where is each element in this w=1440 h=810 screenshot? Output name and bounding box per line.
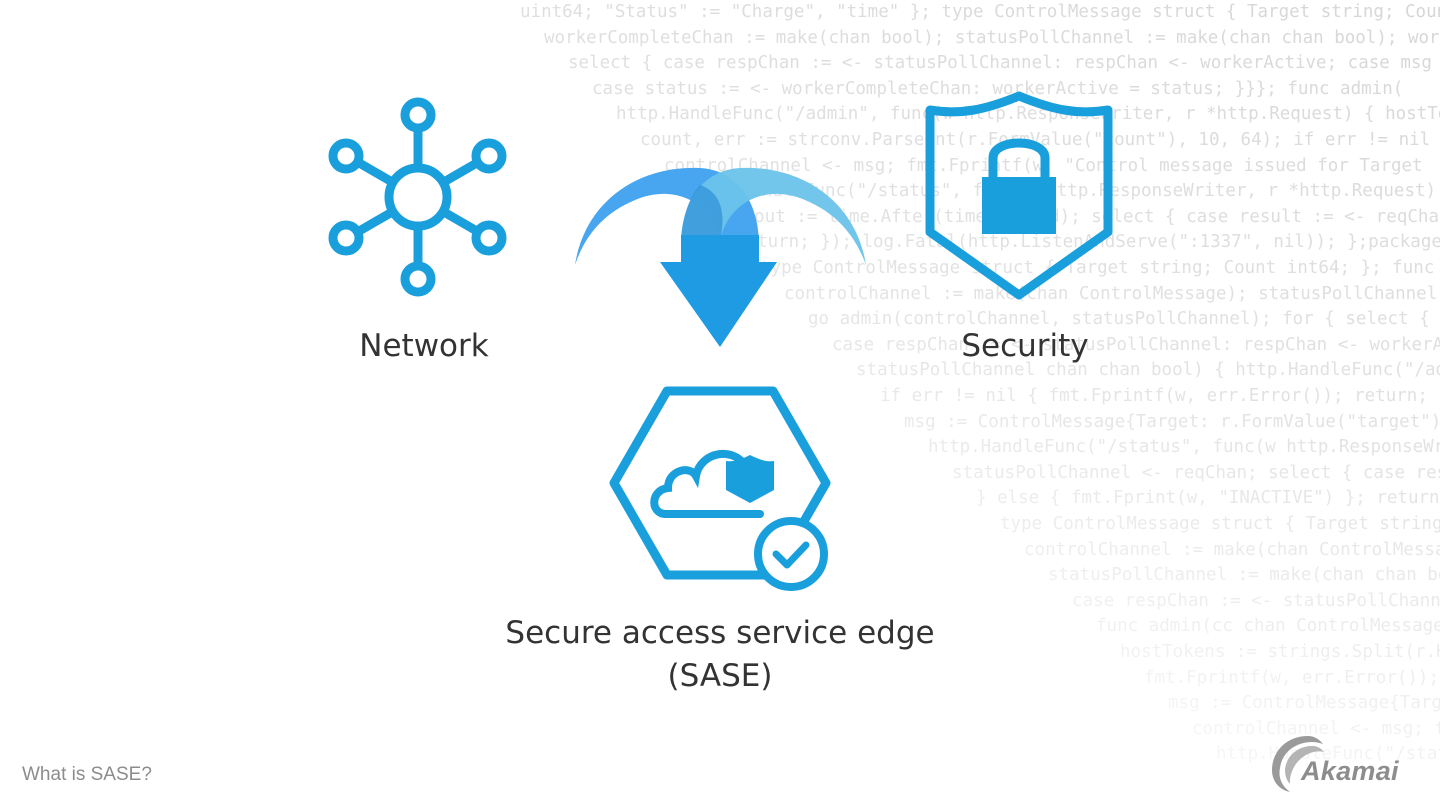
akamai-logo: Akamai	[1268, 730, 1418, 794]
cloud-icon	[650, 449, 752, 518]
footer-title: What is SASE?	[22, 764, 152, 785]
arrow-right-arc	[681, 167, 866, 265]
mini-shield-icon	[726, 455, 774, 503]
network-hub-icon	[328, 97, 507, 297]
sase-label-line2: (SASE)	[667, 658, 773, 694]
akamai-swoosh-icon	[1272, 736, 1324, 792]
merge-arrow-icon	[575, 167, 866, 347]
arrow-down-head	[660, 235, 777, 347]
sase-label-line1: Secure access service edge	[505, 615, 935, 651]
shield-lock-icon	[925, 91, 1113, 300]
sase-label: Secure access service edge (SASE)	[470, 612, 970, 698]
arrow-overlap	[681, 185, 723, 240]
check-badge-icon	[754, 517, 828, 591]
network-label: Network	[359, 328, 489, 364]
akamai-wordmark: Akamai	[1301, 756, 1399, 786]
security-label: Security	[961, 328, 1089, 364]
cloud-shield-check-hexagon-icon	[609, 386, 831, 591]
